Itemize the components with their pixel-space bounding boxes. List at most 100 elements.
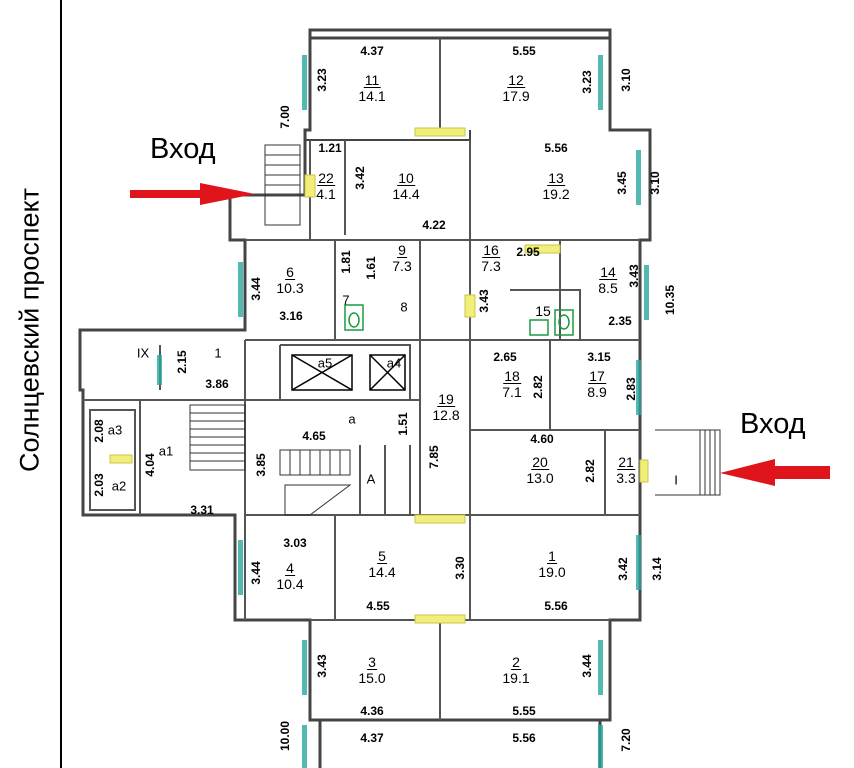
room-number: 22: [317, 170, 335, 186]
dimension: 5.55: [512, 704, 536, 718]
dimension: 4.37: [360, 44, 384, 58]
label-a3: а3: [107, 422, 123, 438]
room-number: 13: [547, 170, 565, 186]
label-a1: а1: [158, 443, 174, 459]
dimension: 1.21: [318, 141, 342, 155]
label-a2: а2: [111, 478, 127, 494]
dimension: 2.95: [516, 245, 540, 259]
label-I: I: [674, 472, 678, 488]
sanitary: [344, 304, 574, 336]
room-area: 15.0: [358, 670, 386, 686]
dimension: 1.81: [339, 250, 353, 274]
room-number: 4: [285, 560, 295, 576]
dimension: 3.23: [580, 70, 594, 94]
dimension: 2.82: [583, 459, 597, 483]
room-area: 19.1: [502, 670, 530, 686]
label-1: 1: [214, 345, 222, 361]
room-area: 19.0: [538, 564, 566, 580]
room-area: 8.5: [598, 280, 618, 296]
dimension: 3.86: [205, 377, 229, 391]
entrance-arrows: [130, 183, 830, 486]
dimension: 2.15: [175, 350, 189, 374]
dimension: 1.51: [396, 412, 410, 436]
room-number: 3: [367, 654, 377, 670]
room-area: 10.3: [276, 280, 304, 296]
room-number: 20: [531, 454, 549, 470]
room-area: 13.0: [526, 470, 554, 486]
dimension: 4.60: [530, 432, 554, 446]
room-number: 2: [511, 654, 521, 670]
dimension: 2.03: [92, 473, 106, 497]
dimension: 4.65: [302, 429, 326, 443]
dimension: 2.83: [624, 377, 638, 401]
street: Солнцевский проспект: [0, 0, 62, 768]
room-area: 10.4: [276, 576, 304, 592]
dimension: 3.43: [477, 289, 491, 313]
dimension: 7.00: [278, 105, 292, 129]
dimension: 4.04: [143, 453, 157, 477]
room-number: 17: [588, 368, 606, 384]
label-A: А: [366, 471, 376, 487]
room-area: 17.9: [502, 88, 530, 104]
dimension: 2.82: [531, 375, 545, 399]
dimension: 3.30: [453, 556, 467, 580]
dimension: 4.36: [360, 704, 384, 718]
room-area: 7.3: [392, 258, 412, 274]
dimension: 3.14: [650, 557, 664, 581]
dimension: 3.45: [615, 171, 629, 195]
dimension: 10.35: [663, 284, 677, 316]
dimension: 3.43: [627, 264, 641, 288]
label-ix: IX: [136, 345, 150, 361]
room-area: 19.2: [542, 186, 570, 202]
room-number: 16: [482, 242, 500, 258]
label-a5: а5: [317, 355, 333, 371]
room-area: 14.4: [368, 564, 396, 580]
room-area: 7.3: [481, 258, 501, 274]
dimension: 3.44: [249, 561, 263, 585]
dimension: 3.42: [616, 557, 630, 581]
dimension: 3.44: [580, 654, 594, 678]
dimension: 2.65: [493, 350, 517, 364]
windows: [157, 55, 649, 768]
room-number: 21: [617, 454, 635, 470]
label-7: 7: [342, 292, 350, 308]
room-area: 12.8: [432, 407, 460, 423]
room-area: 7.1: [502, 384, 522, 400]
entrance-label-left: Вход: [150, 133, 216, 165]
room-number: 11: [363, 72, 381, 88]
room-area: 4.1: [316, 186, 336, 202]
dimension: 5.56: [544, 599, 568, 613]
label-15: 15: [535, 303, 551, 319]
room-area: 3.3: [616, 470, 636, 486]
room-number: 19: [437, 391, 455, 407]
label-8: 8: [400, 299, 408, 315]
room-number: 14: [599, 264, 617, 280]
dimension: 5.56: [544, 141, 568, 155]
dimension: 3.23: [315, 68, 329, 92]
room-number: 12: [507, 72, 525, 88]
elevators: [291, 354, 406, 391]
dimension: 5.55: [512, 44, 536, 58]
dimension: 3.44: [249, 277, 263, 301]
dimension: 3.42: [353, 166, 367, 190]
dimension: 3.16: [279, 309, 303, 323]
room-area: 14.4: [392, 186, 420, 202]
room-number: 18: [503, 368, 521, 384]
room-area: 14.1: [358, 88, 386, 104]
dimension: 2.08: [92, 419, 106, 443]
dimension: 7.20: [619, 728, 633, 752]
room-number: 6: [285, 264, 295, 280]
dimension: 3.85: [254, 453, 268, 477]
room-number: 10: [397, 170, 415, 186]
room-number: 9: [397, 242, 407, 258]
dimension: 3.43: [315, 654, 329, 678]
room-number: 5: [377, 548, 387, 564]
dimension: 5.56: [512, 731, 536, 745]
entrance-label-right: Вход: [740, 408, 806, 440]
dimension: 4.22: [422, 218, 446, 232]
dimension: 7.85: [427, 445, 441, 469]
stairs: [189, 144, 721, 516]
dimension: 1.61: [364, 256, 378, 280]
dimension: 3.03: [283, 536, 307, 550]
